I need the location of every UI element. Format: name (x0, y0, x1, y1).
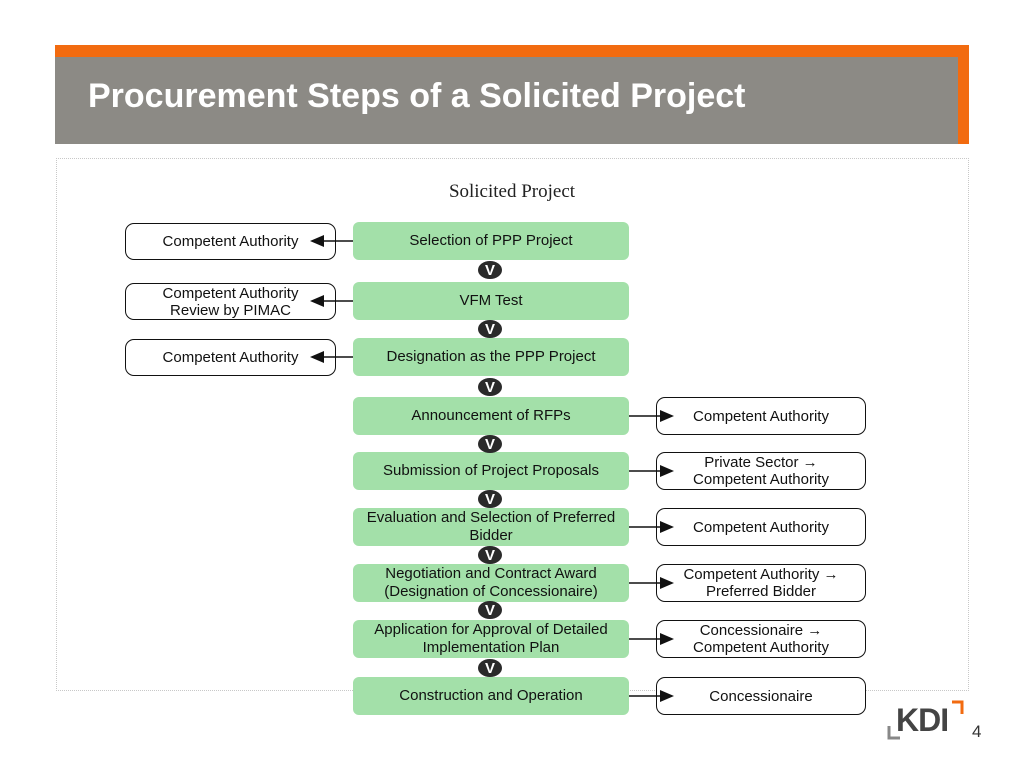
down-chevron-badge: V (478, 659, 502, 677)
process-step: Evaluation and Selection of Preferred Bi… (353, 508, 629, 546)
process-step: Designation as the PPP Project (353, 338, 629, 376)
slide-title: Procurement Steps of a Solicited Project (88, 77, 746, 115)
process-step-label: Construction and Operation (399, 687, 583, 704)
responsible-party-label: Preferred Bidder (705, 583, 817, 600)
header-bar (55, 57, 958, 144)
down-chevron-badge: V (478, 546, 502, 564)
process-step-label: Announcement of RFPs (411, 407, 571, 424)
responsible-party-box: Concessionaire →Competent Authority (656, 620, 866, 658)
responsible-party-label: Concessionaire → (699, 622, 823, 639)
process-step: Submission of Project Proposals (353, 452, 629, 490)
process-step: VFM Test (353, 282, 629, 320)
process-step-label: Submission of Project Proposals (383, 462, 599, 479)
process-step-label: Negotiation and Contract Award (Designat… (384, 565, 598, 600)
down-chevron-badge: V (478, 378, 502, 396)
process-step-label: Designation as the PPP Project (386, 348, 596, 365)
down-chevron-badge: V (478, 320, 502, 338)
process-step: Application for Approval of Detailed Imp… (353, 620, 629, 658)
process-step: Announcement of RFPs (353, 397, 629, 435)
logo-text: KDI (896, 702, 949, 738)
responsible-party-label: Competent Authority (693, 639, 829, 656)
process-step: Negotiation and Contract Award (Designat… (353, 564, 629, 602)
process-step: Selection of PPP Project (353, 222, 629, 260)
responsible-party-box: Concessionaire (656, 677, 866, 715)
logo-bracket-icon (887, 700, 964, 740)
process-step-label: Application for Approval of Detailed Imp… (374, 621, 608, 656)
responsible-party-label: Competent Authority (693, 407, 829, 425)
down-chevron-badge: V (478, 601, 502, 619)
responsible-party-label: Competent Authority (162, 233, 299, 250)
kdi-logo: KDI (886, 700, 966, 744)
process-step-label: Selection of PPP Project (409, 232, 573, 249)
responsible-party-box: Competent Authority →Preferred Bidder (656, 564, 866, 602)
responsible-party-label: Competent Authority (693, 518, 829, 536)
responsible-party-label: Competent Authority (693, 471, 829, 488)
responsible-party-box: Private Sector →Competent Authority (656, 452, 866, 490)
process-step-label: VFM Test (459, 292, 523, 309)
responsible-party-label: Private Sector → (704, 454, 818, 471)
responsible-party-box: Competent Authority (656, 508, 866, 546)
responsible-party-label: Review by PIMAC (170, 301, 291, 319)
responsible-party-label: Competent Authority → (683, 566, 839, 583)
responsible-party-label: Competent Authority (162, 349, 299, 366)
responsible-party-label: Concessionaire (709, 687, 813, 705)
responsible-party-label: Competent Authority (162, 284, 299, 302)
process-step-label: Evaluation and Selection of Preferred Bi… (366, 509, 616, 544)
diagram-title: Solicited Project (448, 181, 576, 202)
page-number: 4 (972, 722, 982, 741)
down-chevron-badge: V (478, 261, 502, 279)
process-step: Construction and Operation (353, 677, 629, 715)
down-chevron-badge: V (478, 435, 502, 453)
down-chevron-badge: V (478, 490, 502, 508)
responsible-party-box: Competent Authority (656, 397, 866, 435)
responsible-party-box: Competent Authority (125, 223, 336, 260)
responsible-party-box: Competent Authority (125, 339, 336, 376)
